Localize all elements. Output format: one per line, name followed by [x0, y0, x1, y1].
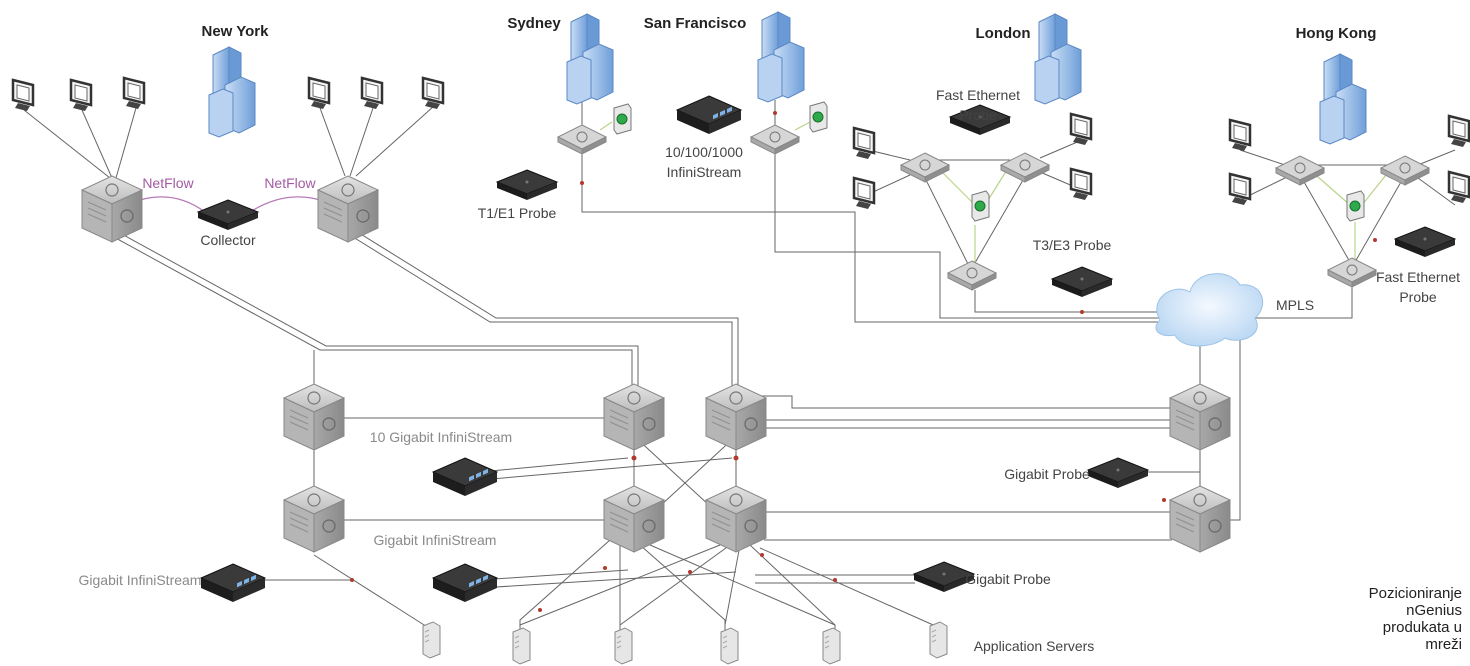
- netflow-label-right: NetFlow: [264, 175, 316, 191]
- caption-line-2: nGenius: [1406, 602, 1462, 619]
- mpls-cloud: [1155, 273, 1264, 347]
- gig-infinistream-label-left: Gigabit InfiniStream: [79, 572, 202, 588]
- city-hong-kong: Hong Kong: [1296, 25, 1377, 42]
- caption-line-4: mreži: [1425, 636, 1462, 653]
- caption-line-3: produkata u: [1382, 619, 1462, 636]
- london-fe-probe-label-2: Probe: [959, 107, 997, 123]
- city-sydney: Sydney: [507, 15, 561, 32]
- gig-infinistream-label-center: Gigabit InfiniStream: [374, 532, 497, 548]
- mpls-label: MPLS: [1276, 297, 1314, 313]
- device-labels: NetFlow NetFlow Collector T1/E1 Probe 10…: [79, 87, 1461, 654]
- caption-line-1: Pozicioniranje: [1368, 585, 1462, 602]
- probes: [197, 104, 1456, 593]
- city-london: London: [976, 25, 1031, 42]
- ten-gig-infinistream-label: 10 Gigabit InfiniStream: [370, 429, 512, 445]
- green-links: [599, 121, 1391, 262]
- city-san-francisco: San Francisco: [644, 15, 747, 32]
- collector-label: Collector: [200, 232, 256, 248]
- netflow-label-left: NetFlow: [142, 175, 194, 191]
- netflow-arcs: [139, 196, 321, 213]
- buildings: [208, 11, 1367, 145]
- gig-probe-label-right: Gigabit Probe: [1004, 466, 1090, 482]
- gig-probe-label-bottom: Gigabit Probe: [965, 571, 1051, 587]
- infinistream-1000-label-2: InfiniStream: [667, 164, 742, 180]
- city-labels: New York Sydney San Francisco London Hon…: [202, 15, 1377, 42]
- city-new-york: New York: [202, 23, 270, 40]
- application-servers-label: Application Servers: [974, 638, 1095, 654]
- t1e1-probe-label: T1/E1 Probe: [478, 205, 557, 221]
- hk-fe-probe-label-1: Fast Ethernet: [1376, 269, 1460, 285]
- application-servers: [422, 621, 948, 665]
- hk-fe-probe-label-2: Probe: [1399, 289, 1437, 305]
- london-fe-probe-label-1: Fast Ethernet: [936, 87, 1020, 103]
- infinistream-1000-label-1: 10/100/1000: [665, 144, 743, 160]
- caption: Pozicioniranje nGenius produkata u mreži: [1342, 585, 1462, 653]
- t3e3-probe-label: T3/E3 Probe: [1033, 237, 1112, 253]
